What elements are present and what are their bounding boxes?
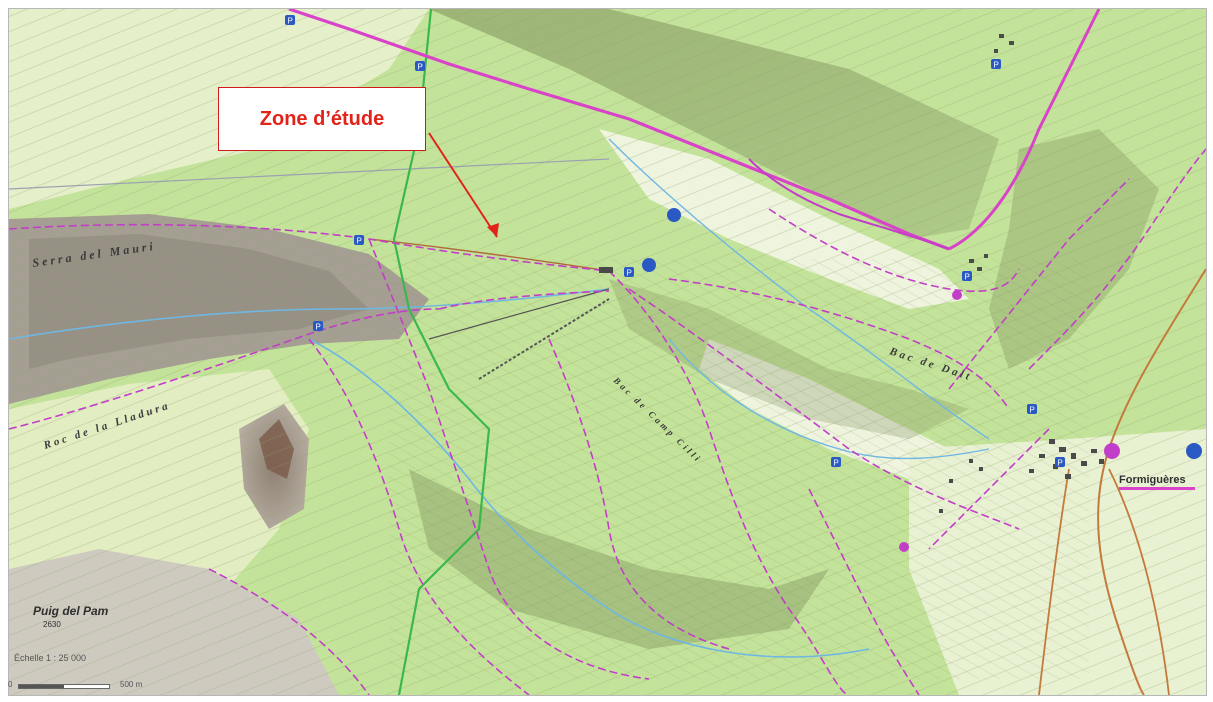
svg-text:P: P [1030, 406, 1035, 415]
callout-label: Zone d’étude [259, 107, 385, 130]
town-label-underline [1119, 487, 1195, 490]
road-branch [748, 158, 950, 250]
scale-zero-label: 0 [8, 680, 13, 689]
parking-icon: P [415, 61, 425, 72]
topographic-map[interactable]: P P P P P P P P P P Serra del M [9, 9, 1206, 695]
road-brown-3 [1108, 468, 1170, 695]
parking-icon: P [354, 235, 364, 246]
town-buildings [599, 34, 1104, 513]
scale-distance-label: 500 m [120, 680, 143, 689]
boundary-line [392, 9, 491, 695]
viewpoint-icon [899, 542, 909, 552]
main-road-2 [948, 9, 1101, 251]
river-2 [308, 338, 870, 658]
parking-icon: P [624, 267, 634, 278]
svg-text:P: P [316, 323, 321, 332]
main-road [288, 9, 950, 251]
trail-network [9, 148, 1206, 695]
svg-text:P: P [994, 61, 999, 70]
map-frame: P P P P P P P P P P Serra del M [8, 8, 1207, 696]
svg-text:P: P [357, 237, 362, 246]
peak-label: Puig del Pam [33, 604, 109, 618]
svg-text:P: P [627, 269, 632, 278]
info-pin-icon [667, 208, 681, 222]
cable-line-2 [428, 288, 610, 340]
scale-ratio: Échelle 1 : 25 000 [14, 653, 87, 663]
svg-text:P: P [1058, 459, 1063, 468]
peak-altitude: 2630 [43, 620, 61, 629]
study-zone-callout: Zone d’étude [218, 87, 426, 151]
track [9, 158, 610, 190]
parking-icon: P [1055, 457, 1065, 468]
road-brown [1097, 268, 1206, 695]
viewpoint-icon [952, 290, 962, 300]
callout-arrow-head [487, 223, 499, 237]
info-pin-icon [1186, 443, 1202, 459]
info-pin-icon [642, 258, 656, 272]
parking-icon: P [962, 271, 972, 282]
parking-icon: P [1027, 404, 1037, 415]
tourism-pin-icon [1104, 443, 1120, 459]
contour-lines-dense [389, 259, 1089, 679]
parking-icon: P [285, 15, 295, 26]
town-label: Formiguères [1119, 474, 1186, 486]
parking-icon: P [991, 59, 1001, 70]
svg-text:P: P [965, 273, 970, 282]
ski-lift [368, 238, 610, 272]
scale-bar [18, 684, 110, 689]
tourism-markers [642, 208, 1202, 552]
callout-arrow-line [428, 132, 498, 238]
parking-icon: P [831, 457, 841, 468]
svg-text:P: P [418, 63, 423, 72]
road-brown-2 [1038, 468, 1070, 695]
parking-markers: P P P P P P P P P P [285, 15, 1065, 468]
parking-icon: P [313, 321, 323, 332]
river [9, 288, 610, 340]
river-3 [608, 138, 990, 440]
cable-line [478, 298, 610, 380]
river-4 [668, 338, 990, 460]
svg-text:P: P [288, 17, 293, 26]
svg-text:P: P [834, 459, 839, 468]
